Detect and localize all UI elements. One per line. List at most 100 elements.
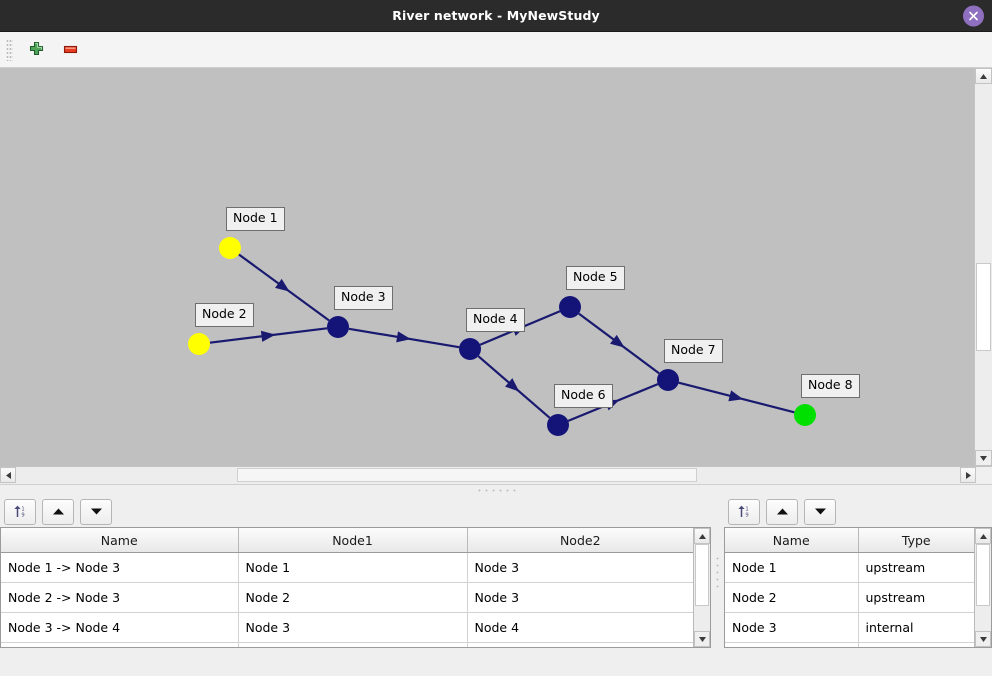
svg-text:1: 1 xyxy=(21,507,24,513)
graph-node-label-node-3[interactable]: Node 3 xyxy=(334,286,393,310)
graph-node-node-1[interactable] xyxy=(219,237,241,259)
horizontal-splitter[interactable] xyxy=(0,484,992,496)
graph-edges-layer xyxy=(188,237,816,436)
graph-vscroll-thumb[interactable] xyxy=(976,263,991,351)
nodes-scroll-down-button[interactable] xyxy=(975,631,991,647)
toolbar-grip[interactable] xyxy=(6,38,13,61)
title-bar: River network - MyNewStudy xyxy=(0,0,992,32)
branches-vscroll-thumb[interactable] xyxy=(695,544,709,606)
branches-cell-r3-c1[interactable]: Node 4 xyxy=(238,642,468,647)
graph-scroll-left-button[interactable] xyxy=(0,467,16,483)
nodes-cell-r1-c1[interactable]: upstream xyxy=(858,582,974,613)
branches-column-header-1[interactable]: Node1 xyxy=(238,528,468,553)
nodes-cell-r3-c1[interactable]: internal xyxy=(858,642,974,647)
nodes-cell-r0-c1[interactable]: upstream xyxy=(858,552,974,583)
graph-scroll-up-button[interactable] xyxy=(975,68,992,84)
caret-up-icon xyxy=(698,533,706,539)
graph-node-node-4[interactable] xyxy=(459,338,481,360)
graph-node-label-node-7[interactable]: Node 7 xyxy=(664,339,723,363)
graph-node-node-2[interactable] xyxy=(188,333,210,355)
nodes-cell-r0-c0[interactable]: Node 1 xyxy=(725,552,859,583)
nodes-vscroll-thumb[interactable] xyxy=(976,544,990,606)
main-toolbar xyxy=(0,32,992,68)
graph-node-node-8[interactable] xyxy=(794,404,816,426)
nodes-cell-r2-c1[interactable]: internal xyxy=(858,612,974,643)
branches-column-header-0[interactable]: Name xyxy=(1,528,239,553)
graph-horizontal-scrollbar[interactable] xyxy=(0,466,992,484)
graph-hscroll-thumb[interactable] xyxy=(237,468,697,482)
branches-cell-r1-c0[interactable]: Node 2 -> Node 3 xyxy=(1,582,239,613)
graph-node-node-7[interactable] xyxy=(657,369,679,391)
graph-node-label-node-2[interactable]: Node 2 xyxy=(195,303,254,327)
graph-edge-arrow xyxy=(275,278,290,292)
graph-node-node-5[interactable] xyxy=(559,296,581,318)
branches-sort-button[interactable]: 1 9 xyxy=(4,498,36,525)
status-bar xyxy=(0,648,992,676)
branches-cell-r2-c1[interactable]: Node 3 xyxy=(238,612,468,643)
graph-node-node-3[interactable] xyxy=(327,316,349,338)
branches-cell-r1-c2[interactable]: Node 3 xyxy=(467,582,693,613)
nodes-cell-r2-c0[interactable]: Node 3 xyxy=(725,612,859,643)
nodes-column-header-1[interactable]: Type xyxy=(858,528,974,553)
branches-move-down-button[interactable] xyxy=(80,498,112,525)
add-node-button[interactable] xyxy=(21,36,51,64)
branches-cell-r2-c0[interactable]: Node 3 -> Node 4 xyxy=(1,612,239,643)
graph-node-node-6[interactable] xyxy=(547,414,569,436)
branches-toolbar: 1 9 xyxy=(0,496,711,527)
graph-vertical-scrollbar[interactable] xyxy=(974,68,992,466)
graph-node-label-node-6[interactable]: Node 6 xyxy=(554,384,613,408)
branches-vertical-scrollbar[interactable] xyxy=(693,528,710,647)
graph-edge-arrow xyxy=(505,378,520,392)
branches-cell-r2-c2[interactable]: Node 4 xyxy=(467,612,693,643)
branches-cell-r3-c0[interactable]: Node 4 -> Node 5 xyxy=(1,642,239,647)
branches-cell-r0-c2[interactable]: Node 3 xyxy=(467,552,693,583)
branches-cell-r0-c0[interactable]: Node 1 -> Node 3 xyxy=(1,552,239,583)
nodes-move-down-button[interactable] xyxy=(804,498,836,525)
caret-up-icon xyxy=(980,73,987,79)
network-graph-view: Node 1 Node 2 Node 3 Node 4 Node 5 Node 6 Node… xyxy=(0,68,992,466)
branches-scroll-up-button[interactable] xyxy=(694,528,710,544)
nodes-panel: 1 9 xyxy=(724,496,992,648)
graph-node-label-node-5[interactable]: Node 5 xyxy=(566,266,625,290)
nodes-cell-r1-c0[interactable]: Node 2 xyxy=(725,582,859,613)
close-window-button[interactable] xyxy=(963,5,984,26)
nodes-cell-r3-c0[interactable]: Node 4 xyxy=(725,642,859,647)
branches-cell-r3-c2[interactable]: Node 5 xyxy=(467,642,693,647)
graph-edge-arrow xyxy=(610,334,625,348)
branches-cell-r1-c1[interactable]: Node 2 xyxy=(238,582,468,613)
nodes-scroll-up-button[interactable] xyxy=(975,528,991,544)
branches-cell-r0-c1[interactable]: Node 1 xyxy=(238,552,468,583)
branches-column-header-2[interactable]: Node2 xyxy=(467,528,693,553)
nodes-sort-button[interactable]: 1 9 xyxy=(728,498,760,525)
bottom-panels: 1 9 xyxy=(0,496,992,648)
graph-canvas[interactable]: Node 1 Node 2 Node 3 Node 4 Node 5 Node 6 Node… xyxy=(0,68,974,466)
graph-node-label-node-1[interactable]: Node 1 xyxy=(226,207,285,231)
svg-text:1: 1 xyxy=(745,507,748,513)
graph-scroll-down-button[interactable] xyxy=(975,450,992,466)
nodes-move-up-button[interactable] xyxy=(766,498,798,525)
vertical-splitter[interactable] xyxy=(711,496,724,648)
graph-node-label-node-8[interactable]: Node 8 xyxy=(801,374,860,398)
nodes-vertical-scrollbar[interactable] xyxy=(974,528,991,647)
graph-edge-arrow xyxy=(260,330,276,342)
remove-node-button[interactable] xyxy=(55,36,85,64)
nodes-column-header-0[interactable]: Name xyxy=(725,528,859,553)
branches-move-up-button[interactable] xyxy=(42,498,74,525)
graph-node-label-node-4[interactable]: Node 4 xyxy=(466,308,525,332)
graph-scroll-right-button[interactable] xyxy=(960,467,976,483)
branches-scroll-down-button[interactable] xyxy=(694,631,710,647)
table-row[interactable]: Node 4internal xyxy=(725,642,974,647)
